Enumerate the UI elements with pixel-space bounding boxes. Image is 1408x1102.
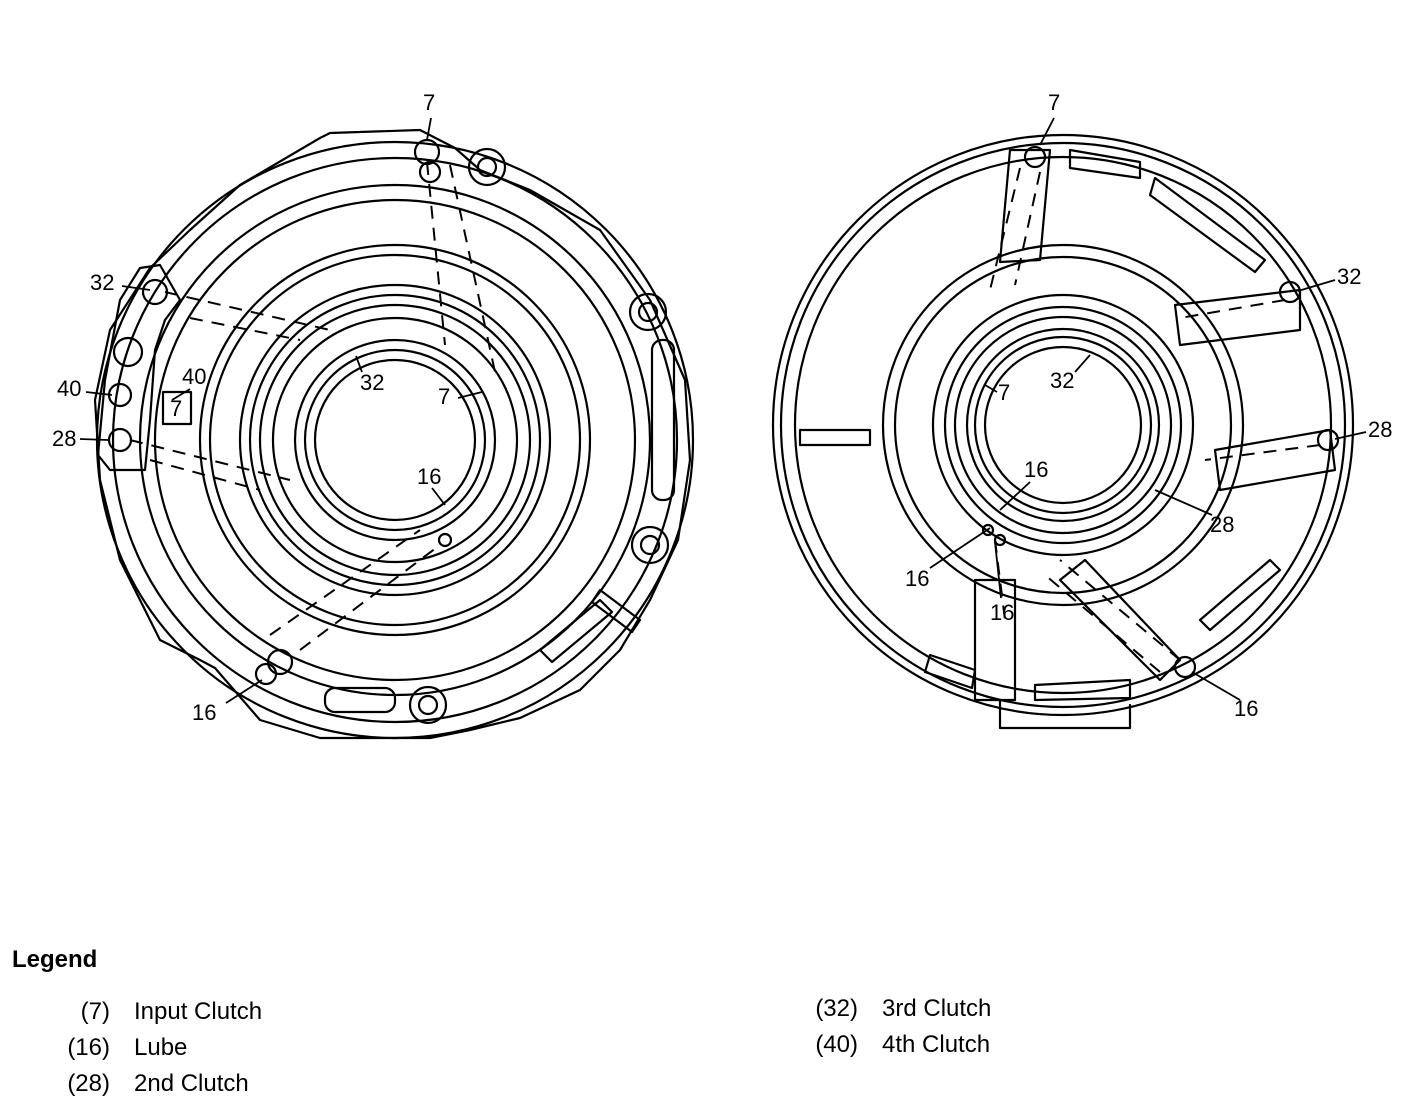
legend-item: (28) 2nd Clutch [48,1066,262,1102]
legend-item: (32) 3rd Clutch [796,991,991,1027]
callout-right-inner-16-a: 16 [905,566,929,591]
callout-left-inner-40: 40 [182,364,206,389]
legend-code: (28) [67,1070,110,1097]
callout-left-side-40: 40 [57,376,81,401]
callout-right-side-28: 28 [1368,417,1392,442]
legend-code: (7) [80,998,110,1025]
callout-left-inner-7: 7 [170,396,182,421]
callout-right-bottom-16: 16 [1234,696,1258,721]
legend-label: Lube [134,1034,188,1061]
legend-item: (16) Lube [48,1030,262,1066]
callout-right-inner-28: 28 [1210,512,1234,537]
callout-right-center-7: 7 [998,380,1010,405]
callout-right-center-16: 16 [1024,457,1048,482]
legend-label: 4th Clutch [882,1031,991,1058]
legend-item: (7) Input Clutch [48,994,262,1030]
callout-right-center-32: 32 [1050,368,1074,393]
clutch-housing-diagram: 7 32 40 28 40 7 32 7 16 16 7 32 28 7 32 … [52,90,1392,740]
callout-left-center-16: 16 [417,464,441,489]
legend-code: (40) [815,1031,858,1058]
callout-left-top-7: 7 [423,90,435,115]
callout-left-center-7: 7 [438,384,450,409]
legend-label: 2nd Clutch [134,1070,249,1097]
callout-right-inner-16-b: 16 [990,600,1014,625]
callout-left-bottom-16: 16 [192,700,216,725]
callout-left-side-28: 28 [52,426,76,451]
legend-title: Legend [12,946,98,973]
callout-left-side-32: 32 [90,270,114,295]
callout-right-side-32: 32 [1337,264,1361,289]
left-housing [93,128,695,740]
callout-right-top-7: 7 [1048,90,1060,115]
legend-label: Input Clutch [134,998,263,1025]
callout-left-center-32: 32 [360,370,384,395]
legend-item: (40) 4th Clutch [796,1027,991,1063]
legend-column-right: (32) 3rd Clutch (40) 4th Clutch [796,991,991,1063]
legend-label: 3rd Clutch [882,995,992,1022]
legend-column-left: (7) Input Clutch (16) Lube (28) 2nd Clut… [48,994,262,1102]
legend-code: (32) [815,995,858,1022]
right-housing [771,133,1355,730]
legend-code: (16) [67,1034,110,1061]
